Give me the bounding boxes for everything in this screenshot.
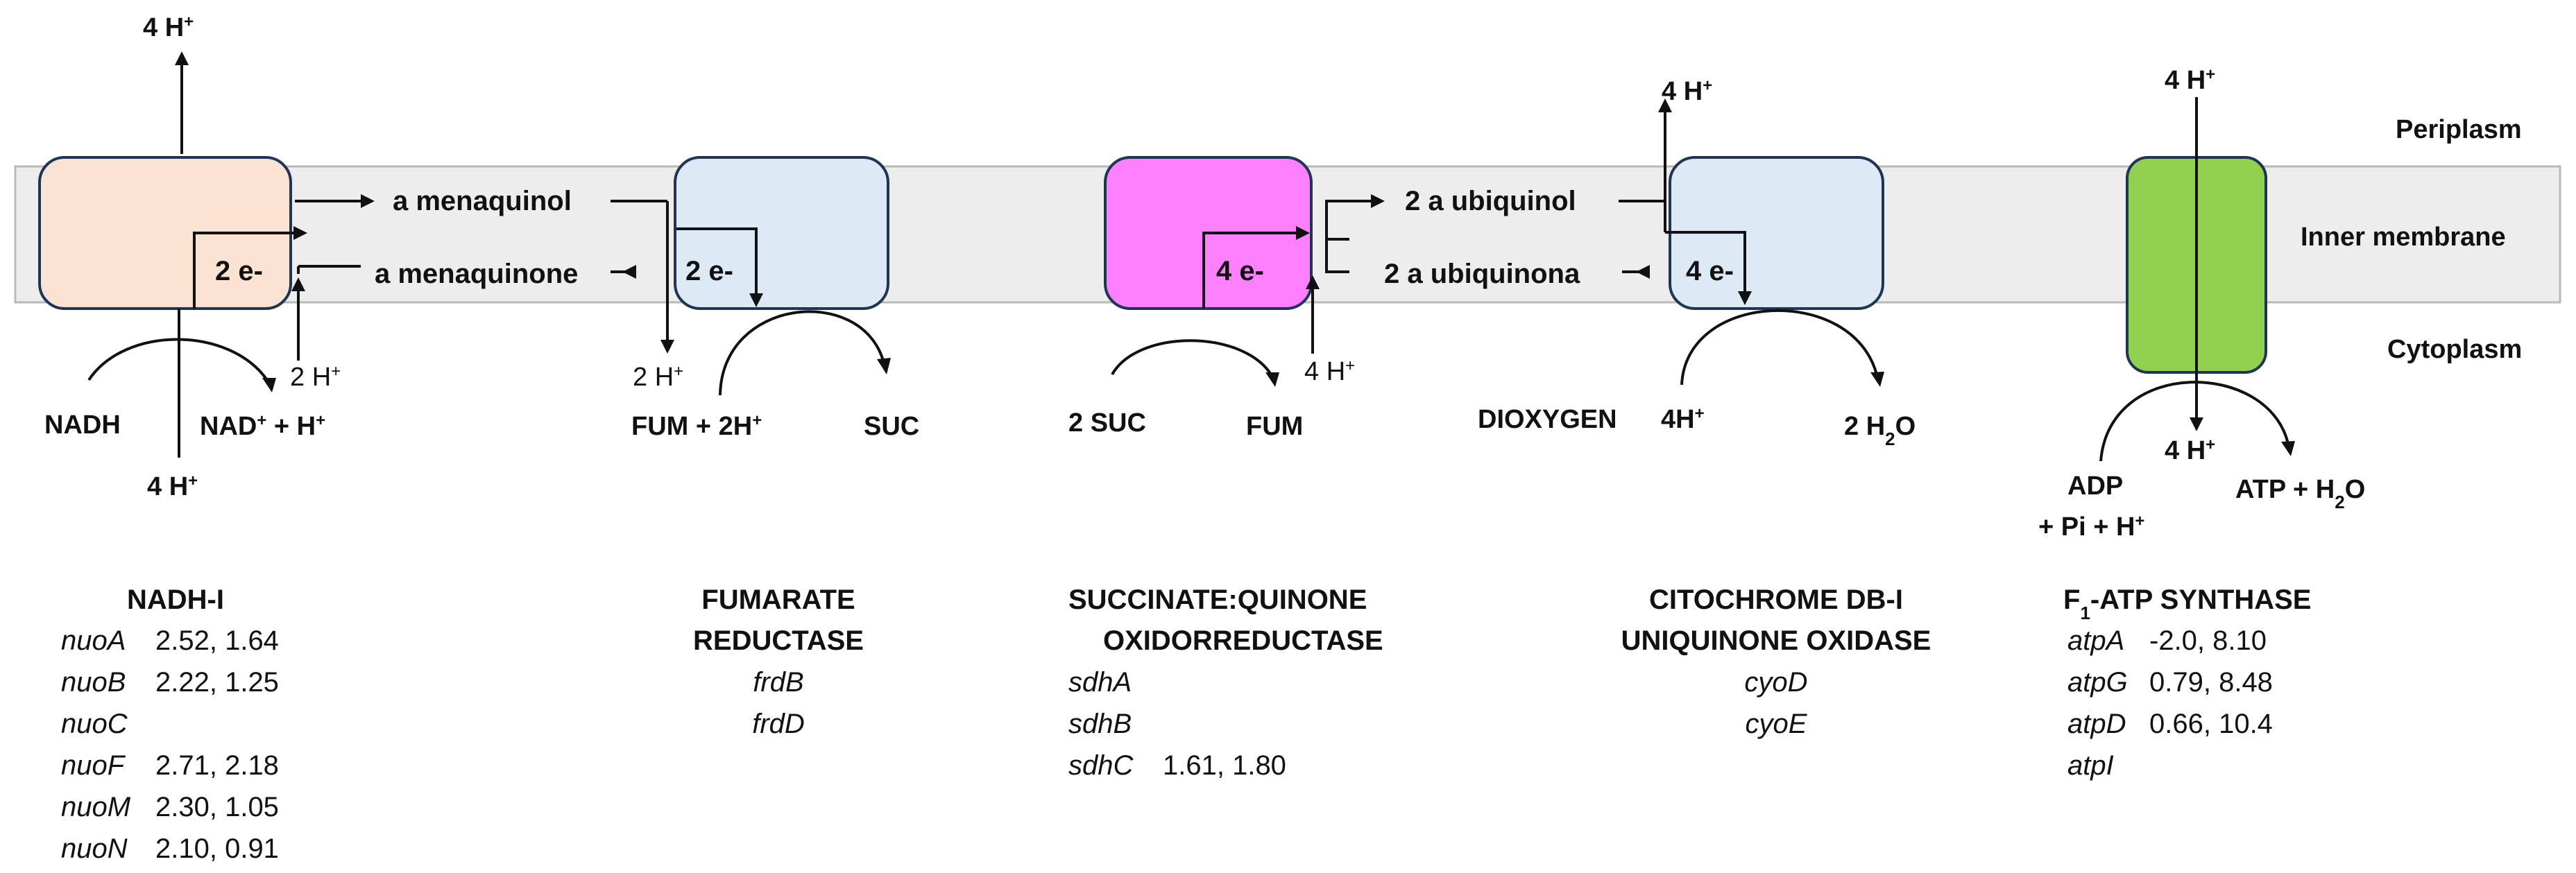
atp-synthase: 4 H+ 4 H+ ADP + Pi + H+ ATP + H2O bbox=[2038, 65, 2365, 542]
cyo-gene-table: CITOCHROME DB-I UNIQUINONE OXIDASE cyoD … bbox=[1621, 585, 1931, 739]
nadh-substrate: NADH bbox=[44, 410, 121, 440]
gene-name: nuoA bbox=[61, 625, 126, 656]
gene-values: 2.52, 1.64 bbox=[155, 625, 279, 656]
ubiquinol-label: 2 a ubiquinol bbox=[1405, 186, 1576, 216]
gene-values: 2.10, 0.91 bbox=[155, 833, 279, 864]
gene-values: 0.66, 10.4 bbox=[2149, 709, 2273, 739]
nadh-product: NAD+ + H+ bbox=[200, 411, 325, 442]
atp-proton-out: 4 H+ bbox=[2165, 65, 2215, 96]
atp-title: F1-ATP SYNTHASE bbox=[2063, 585, 2311, 623]
gene-name: atpA bbox=[2067, 625, 2124, 656]
sqr-title-line1: SUCCINATE:QUINONE bbox=[1068, 585, 1367, 615]
sqr-title-line2: OXIDORREDUCTASE bbox=[1103, 625, 1383, 656]
cyo-title-line1: CITOCHROME DB-I bbox=[1649, 585, 1903, 615]
gene-values: 2.71, 2.18 bbox=[155, 750, 279, 781]
menaquinol-label: a menaquinol bbox=[393, 186, 572, 216]
gene-name: nuoN bbox=[61, 833, 128, 864]
cyo-protons-in: 4H+ bbox=[1661, 404, 1705, 435]
frd-substrate: FUM + 2H+ bbox=[631, 411, 762, 442]
cyo-substrate: DIOXYGEN bbox=[1478, 405, 1617, 434]
nadh-complex: 4 H+ 4 H+ 2 e- 2 H+ NADH NAD+ + H+ bbox=[44, 12, 375, 502]
gene-name: nuoC bbox=[61, 709, 128, 739]
arrowhead bbox=[1265, 372, 1279, 387]
sqr-gene-table: SUCCINATE:QUINONE OXIDORREDUCTASE sdhA s… bbox=[1068, 585, 1383, 781]
nadh-title: NADH-I bbox=[127, 585, 224, 615]
sqr-substrate: 2 SUC bbox=[1068, 408, 1146, 438]
menaquinone-label: a menaquinone bbox=[375, 259, 578, 289]
arrowhead bbox=[1738, 291, 1752, 305]
gene-name: frdD bbox=[752, 709, 805, 739]
atp-proton-in: 4 H+ bbox=[2165, 435, 2215, 466]
arrowhead bbox=[660, 340, 674, 354]
periplasm-label: Periplasm bbox=[2396, 115, 2522, 144]
arrowhead bbox=[1658, 98, 1672, 112]
gene-name: atpG bbox=[2067, 667, 2128, 698]
gene-name: frdB bbox=[753, 667, 803, 698]
atp-product: ATP + H2O bbox=[2235, 475, 2365, 512]
nadh-proton-in: 4 H+ bbox=[147, 472, 198, 502]
atp-substrate-line1: ADP bbox=[2067, 472, 2123, 501]
succinate-quinone-oxidoreductase: 4 e- 4 H+ 2 SUC FUM bbox=[1068, 226, 1355, 441]
gene-values: 1.61, 1.80 bbox=[1163, 750, 1286, 781]
cyo-electrons: 4 e- bbox=[1686, 256, 1734, 286]
gene-values: -2.0, 8.10 bbox=[2149, 625, 2267, 656]
fumarate-reductase-box bbox=[674, 156, 889, 310]
frd-product: SUC bbox=[864, 412, 919, 441]
arrowhead bbox=[262, 378, 276, 392]
gene-name: atpD bbox=[2067, 709, 2126, 739]
nadh-gene-table: NADH-I nuoA 2.52, 1.64 nuoB 2.22, 1.25 n… bbox=[61, 585, 279, 864]
gene-name: sdhC bbox=[1068, 750, 1134, 781]
arrowhead bbox=[877, 358, 891, 374]
cyo-title-line2: UNIQUINONE OXIDASE bbox=[1621, 625, 1931, 656]
frd-electrons: 2 e- bbox=[685, 256, 733, 286]
frd-proton-side: 2 H+ bbox=[633, 362, 683, 392]
nadh-proton-out: 4 H+ bbox=[143, 12, 194, 43]
gene-name: atpI bbox=[2067, 750, 2114, 781]
arrowhead bbox=[2281, 441, 2295, 456]
frd-title-line2: REDUCTASE bbox=[693, 625, 864, 656]
arrowhead bbox=[361, 194, 375, 208]
sqr-product: FUM bbox=[1246, 412, 1303, 441]
cyo-proton-out: 4 H+ bbox=[1662, 76, 1712, 107]
nadh-proton-side: 2 H+ bbox=[290, 362, 341, 392]
gene-name: sdhB bbox=[1068, 709, 1132, 739]
ubiquinone-label: 2 a ubiquinona bbox=[1384, 259, 1580, 289]
atp-substrate-line2: + Pi + H+ bbox=[2038, 512, 2144, 542]
arrowhead bbox=[175, 51, 189, 65]
gene-values: 2.22, 1.25 bbox=[155, 667, 279, 698]
arrowhead bbox=[622, 265, 636, 279]
gene-name: nuoF bbox=[61, 750, 126, 781]
cytochrome-oxidase: 4 H+ 4 e- DIOXYGEN 4H+ 2 H2O bbox=[1478, 76, 1916, 450]
gene-name: cyoE bbox=[1746, 709, 1808, 739]
gene-values: 2.30, 1.05 bbox=[155, 792, 279, 822]
gene-name: cyoD bbox=[1744, 667, 1807, 698]
fumarate-reductase: 2 H+ 2 e- FUM + 2H+ SUC bbox=[611, 200, 919, 442]
arrowhead bbox=[1306, 275, 1320, 289]
arrowhead bbox=[1371, 194, 1385, 208]
gene-name: nuoB bbox=[61, 667, 126, 698]
arrowhead bbox=[1870, 372, 1884, 387]
gene-name: sdhA bbox=[1068, 667, 1132, 698]
frd-title-line1: FUMARATE bbox=[701, 585, 855, 615]
arrowhead bbox=[291, 277, 305, 291]
arrowhead bbox=[293, 226, 307, 240]
nadh-electrons: 2 e- bbox=[215, 256, 263, 286]
frd-gene-table: FUMARATE REDUCTASE frdB frdD bbox=[693, 585, 864, 739]
gene-name: nuoM bbox=[61, 792, 131, 822]
sqr-proton-side: 4 H+ bbox=[1304, 356, 1355, 387]
atp-gene-table: F1-ATP SYNTHASE atpA -2.0, 8.10 atpG 0.7… bbox=[2063, 585, 2311, 781]
arrowhead bbox=[2190, 417, 2203, 431]
sqr-electrons: 4 e- bbox=[1216, 256, 1264, 286]
arrowhead bbox=[749, 293, 763, 307]
cytoplasm-label: Cytoplasm bbox=[2387, 335, 2522, 364]
arrowhead bbox=[1296, 226, 1310, 240]
arrowhead bbox=[1636, 265, 1650, 279]
inner-membrane-label: Inner membrane bbox=[2301, 223, 2506, 252]
gene-values: 0.79, 8.48 bbox=[2149, 667, 2273, 698]
cyo-product: 2 H2O bbox=[1844, 412, 1916, 449]
